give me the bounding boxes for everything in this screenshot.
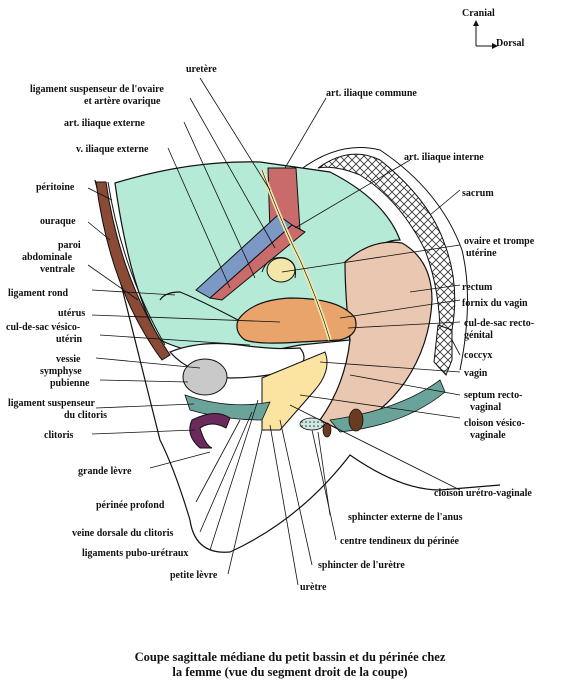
rectum [319, 241, 433, 431]
label-cul-de-sac-vesico-2: utérin [56, 334, 83, 345]
label-perinee-profond: périnée profond [96, 500, 165, 511]
label-ovaire-2: utérine [466, 248, 497, 259]
label-lig-susp-ovaire-1: ligament suspenseur de l'ovaire [30, 84, 164, 95]
anal-sphincter-external [348, 408, 364, 432]
label-cloison-vesico-1: cloison vésico- [464, 418, 525, 429]
urachus-line [107, 181, 166, 346]
label-coccyx: coccyx [464, 350, 492, 361]
label-veine-dorsale: veine dorsale du clitoris [72, 528, 173, 539]
label-clitoris: clitoris [44, 430, 74, 441]
cranial-label: Cranial [462, 8, 495, 19]
label-uterus: utérus [58, 308, 85, 319]
label-fornix: fornix du vagin [462, 298, 528, 309]
label-symphyse-1: symphyse [40, 366, 82, 377]
label-centre-tendineux: centre tendineux du périnée [340, 536, 460, 547]
label-sphincter-anus: sphincter externe de l'anus [348, 512, 463, 523]
label-lig-susp-ovaire-2: et artère ovarique [84, 96, 161, 107]
label-sphincter-uretre: sphincter de l'urètre [318, 560, 405, 571]
label-art-iliaque-commune: art. iliaque commune [326, 88, 417, 99]
label-art-iliaque-externe: art. iliaque externe [64, 118, 145, 129]
label-uretere: uretère [186, 64, 217, 75]
label-uretre: urètre [300, 582, 327, 593]
caption-line-1: Coupe sagittale médiane du petit bassin … [134, 650, 446, 664]
label-vessie: vessie [56, 354, 81, 365]
label-cloison-uretro: cloison urétro-vaginale [434, 488, 532, 499]
label-petite-levre: petite lèvre [170, 570, 218, 581]
labels: uretère ligament suspenseur de l'ovaire … [6, 64, 535, 593]
pubic-symphysis [182, 358, 228, 396]
label-v-iliaque-externe: v. iliaque externe [76, 144, 149, 155]
label-cul-de-sac-recto-1: cul-de-sac recto- [464, 318, 534, 329]
coccyx [433, 324, 453, 376]
label-ouraque: ouraque [40, 216, 76, 227]
caption-line-2: la femme (vue du segment droit de la cou… [172, 665, 408, 679]
leader-lines [87, 77, 461, 586]
label-ligaments-pubo: ligaments pubo-urétraux [82, 548, 188, 559]
label-rectum: rectum [462, 282, 493, 293]
label-symphyse-2: pubienne [50, 378, 90, 389]
ureter-outline [261, 169, 331, 341]
label-vagin: vagin [464, 368, 488, 379]
label-lig-susp-clitoris-2: du clitoris [64, 410, 107, 421]
label-grande-levre: grande lèvre [78, 466, 132, 477]
label-cloison-vesico-2: vaginale [470, 430, 506, 441]
label-ovaire-1: ovaire et trompe [464, 236, 535, 247]
external-iliac-artery [208, 224, 306, 301]
label-paroi-2: abdominale [22, 252, 73, 263]
label-lig-susp-clitoris-1: ligament suspenseur [8, 398, 96, 409]
body-outline [94, 179, 501, 553]
label-peritoine: péritoine [36, 182, 75, 193]
label-art-iliaque-interne: art. iliaque interne [404, 152, 484, 163]
round-ligament [159, 291, 239, 321]
label-septum-1: septum recto- [464, 390, 522, 401]
label-sacrum: sacrum [462, 188, 494, 199]
label-paroi-1: paroi [58, 240, 81, 251]
label-paroi-3: ventrale [40, 264, 76, 275]
vagina [261, 351, 328, 431]
label-cul-de-sac-recto-2: génital [464, 330, 493, 341]
orientation-indicator: Cranial Dorsal [462, 8, 525, 49]
label-cul-de-sac-vesico-1: cul-de-sac vésico- [6, 322, 80, 333]
anal-sphincter-inner [322, 422, 332, 438]
label-septum-2: vaginal [470, 402, 501, 413]
clitoris [189, 413, 231, 449]
sacral-outer-contour [299, 147, 468, 371]
label-ligament-rond: ligament rond [8, 288, 69, 299]
dorsal-label: Dorsal [496, 38, 525, 49]
figure-caption: Coupe sagittale médiane du petit bassin … [40, 650, 540, 680]
abdominal-wall [95, 181, 171, 361]
